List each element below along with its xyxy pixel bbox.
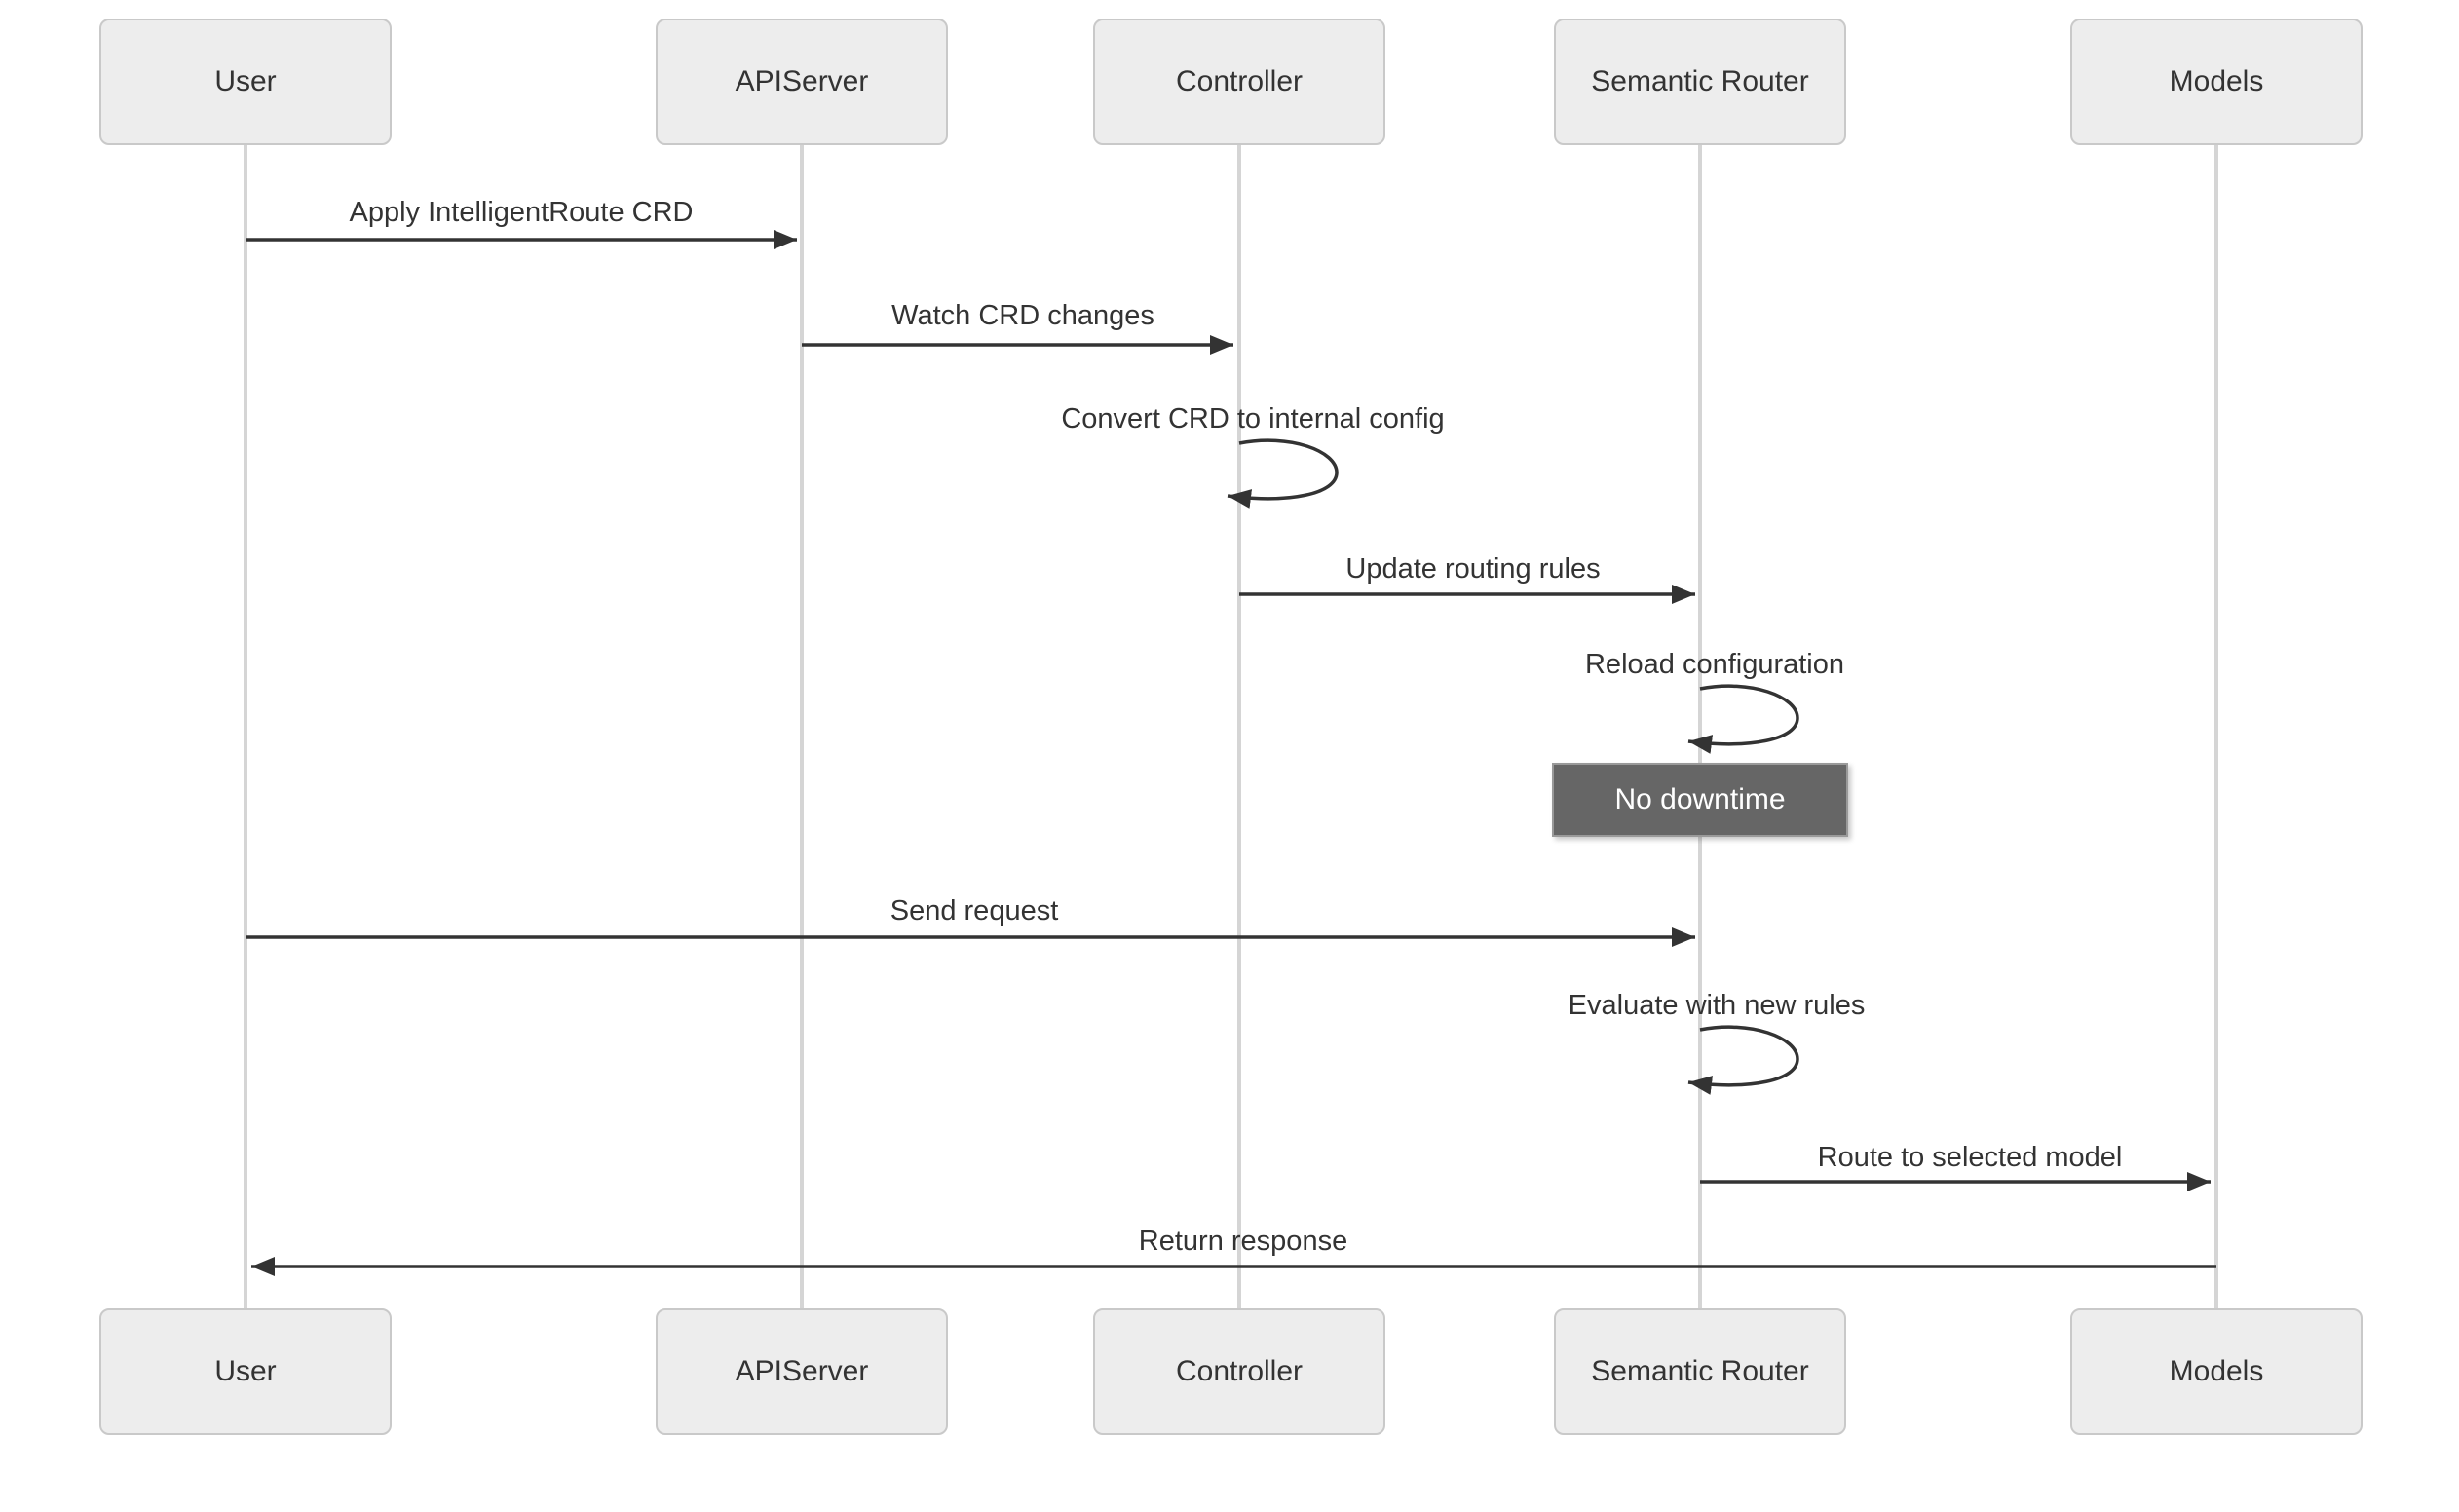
actor-bottom-user: User [99, 1308, 392, 1435]
actor-top-semantic-router: Semantic Router [1554, 19, 1846, 145]
message-label-send-request: Send request [889, 895, 1059, 926]
actor-top-user: User [99, 19, 392, 145]
message-label-route-model: Route to selected model [1817, 1142, 2123, 1173]
message-label-reload-config: Reload configuration [1584, 649, 1845, 680]
actor-label: Models [2169, 1355, 2264, 1387]
actor-top-controller: Controller [1093, 19, 1385, 145]
note-label: No downtime [1614, 783, 1786, 815]
actor-label: Models [2169, 65, 2264, 97]
actor-label: Controller [1175, 1355, 1304, 1387]
message-label-update-rules: Update routing rules [1345, 553, 1601, 585]
actor-bottom-models: Models [2070, 1308, 2363, 1435]
actor-label: User [214, 65, 277, 97]
self-loop-router-evaluate [1687, 1025, 1799, 1095]
note-no-downtime: No downtime [1552, 763, 1848, 837]
message-label-watch-crd: Watch CRD changes [891, 300, 1154, 331]
actor-bottom-controller: Controller [1093, 1308, 1385, 1435]
message-label-convert-crd: Convert CRD to internal config [1061, 403, 1445, 435]
message-label-return-response: Return response [1138, 1226, 1348, 1257]
self-loop-router-reload [1687, 684, 1799, 754]
actor-bottom-apiserver: APIServer [656, 1308, 948, 1435]
actor-label: APIServer [735, 65, 869, 97]
message-label-evaluate-rules: Evaluate with new rules [1568, 990, 1866, 1021]
self-loop-controller-convert [1227, 438, 1339, 509]
message-label-apply-crd: Apply IntelligentRoute CRD [349, 197, 694, 228]
actor-label: Semantic Router [1591, 65, 1809, 97]
actor-label: APIServer [735, 1355, 869, 1387]
actor-bottom-semantic-router: Semantic Router [1554, 1308, 1846, 1435]
actor-label: Semantic Router [1591, 1355, 1809, 1387]
actor-label: User [214, 1355, 277, 1387]
actor-top-apiserver: APIServer [656, 19, 948, 145]
actor-top-models: Models [2070, 19, 2363, 145]
actor-label: Controller [1175, 65, 1304, 97]
